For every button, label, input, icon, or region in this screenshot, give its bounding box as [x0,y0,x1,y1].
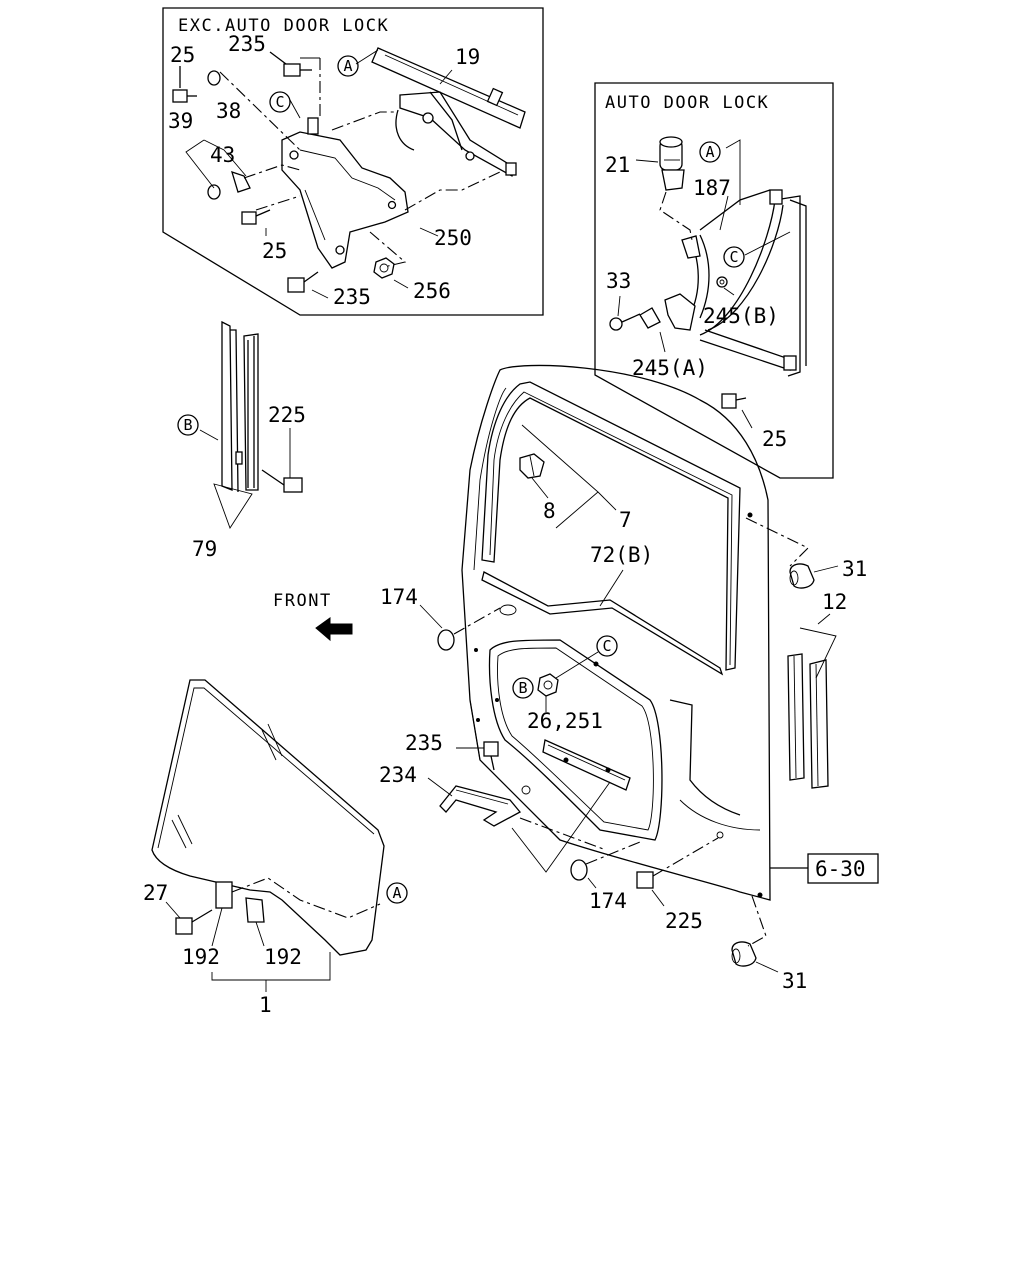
callout-38: 38 [216,99,241,123]
svg-text:B: B [518,679,527,697]
front-label: FRONT [273,591,332,611]
callout-33: 33 [606,269,631,293]
callout-43: 43 [210,143,235,167]
callout-245a: 245(A) [632,356,708,380]
washer-39 [207,184,221,200]
svg-text:C: C [729,248,738,266]
reference-box-6-30: 6-30 [770,853,879,884]
grommet-174-upper [419,604,501,651]
auto-regulator [639,189,807,377]
auto-screw-33 [609,313,641,331]
inset-bolt-235-bottom [287,271,319,293]
callout-192-left: 192 [182,945,220,969]
bolt-225-lower [636,837,719,907]
inset-frame [162,7,544,316]
ref-circle-b-door: B [512,677,534,699]
callout-39: 39 [168,109,193,133]
callout-235: 235 [228,32,266,56]
bumper-31-lower [731,895,779,973]
callout-235-lower: 235 [333,285,371,309]
callout-25: 25 [170,43,195,67]
callout-187: 187 [693,176,731,200]
callout-27: 27 [143,881,168,905]
callout-25-lower: 25 [262,239,287,263]
callout-26-251: 26,251 [527,709,603,733]
front-direction-indicator: FRONT [273,591,353,642]
svg-text:C: C [275,93,284,111]
svg-text:A: A [343,57,352,75]
callout-235-door: 235 [405,731,443,755]
callout-21: 21 [605,153,630,177]
glass-clip-192-left [215,881,233,909]
inset-title: EXC.AUTO DOOR LOCK [178,16,389,36]
clip-8 [519,453,545,479]
bracket-234 [427,777,611,873]
svg-text:B: B [183,416,192,434]
run-channel-79: 225 79 B [177,320,306,561]
run-channel-12 [787,613,837,789]
inset-bolt-25-bottom [241,209,271,225]
ref-circle-c-door: C [596,635,618,657]
callout-31-lower: 31 [782,969,807,993]
ref-circle-b-channel: B [177,414,199,436]
callout-225-upper: 225 [268,403,306,427]
svg-text:A: A [392,884,401,902]
callout-225-lower: 225 [665,909,703,933]
callout-31-upper: 31 [842,557,867,581]
callout-174-lower: 174 [589,889,627,913]
window-regulator [371,47,526,177]
callout-174-upper: 174 [380,585,418,609]
inset-nut-256 [373,257,395,279]
inset-frame-auto [594,82,834,479]
nut-26-251 [537,673,559,697]
svg-text:C: C [602,637,611,655]
callout-6-30: 6-30 [815,857,866,881]
door-panel [461,364,771,901]
callout-256: 256 [413,279,451,303]
ref-circle-a-glass: A [386,882,408,904]
callout-79: 79 [192,537,217,561]
inset-bolt-235-top [269,51,312,77]
bracket-250 [281,117,409,269]
washer-38 [207,70,221,86]
door-lock-motor [659,136,685,191]
callout-245b: 245(B) [703,304,779,328]
svg-text:A: A [705,143,714,161]
auto-bolt-25 [721,393,747,409]
callout-234: 234 [379,763,417,787]
inset-auto-door-lock: AUTO DOOR LOCK [594,82,834,479]
inset-title-auto: AUTO DOOR LOCK [605,93,769,113]
clip-43 [231,170,251,193]
callout-72b: 72(B) [590,543,653,567]
callout-19: 19 [455,45,480,69]
front-arrow-icon [315,617,353,642]
ref-circle-a-inset: A [337,55,359,77]
inset-bolt-25-top [172,66,197,103]
glass-clip-192-right [245,897,265,923]
bolt-27 [165,901,213,935]
callout-192-right: 192 [264,945,302,969]
callout-25-auto: 25 [762,427,787,451]
callout-12: 12 [822,590,847,614]
bolt-235-door [456,741,499,771]
callout-250: 250 [434,226,472,250]
bumper-31-upper [745,517,839,589]
ref-circle-a-auto: A [699,141,721,163]
grommet-174-lower [570,841,641,889]
callout-1: 1 [259,993,272,1017]
callout-7: 7 [619,508,632,532]
door-glass-1 [151,679,385,956]
ref-circle-c-inset: C [269,91,291,113]
inset-exc-auto-door-lock: EXC.AUTO DOOR LOCK [162,7,544,316]
ref-circle-c-auto: C [723,246,745,268]
callout-8: 8 [543,499,556,523]
